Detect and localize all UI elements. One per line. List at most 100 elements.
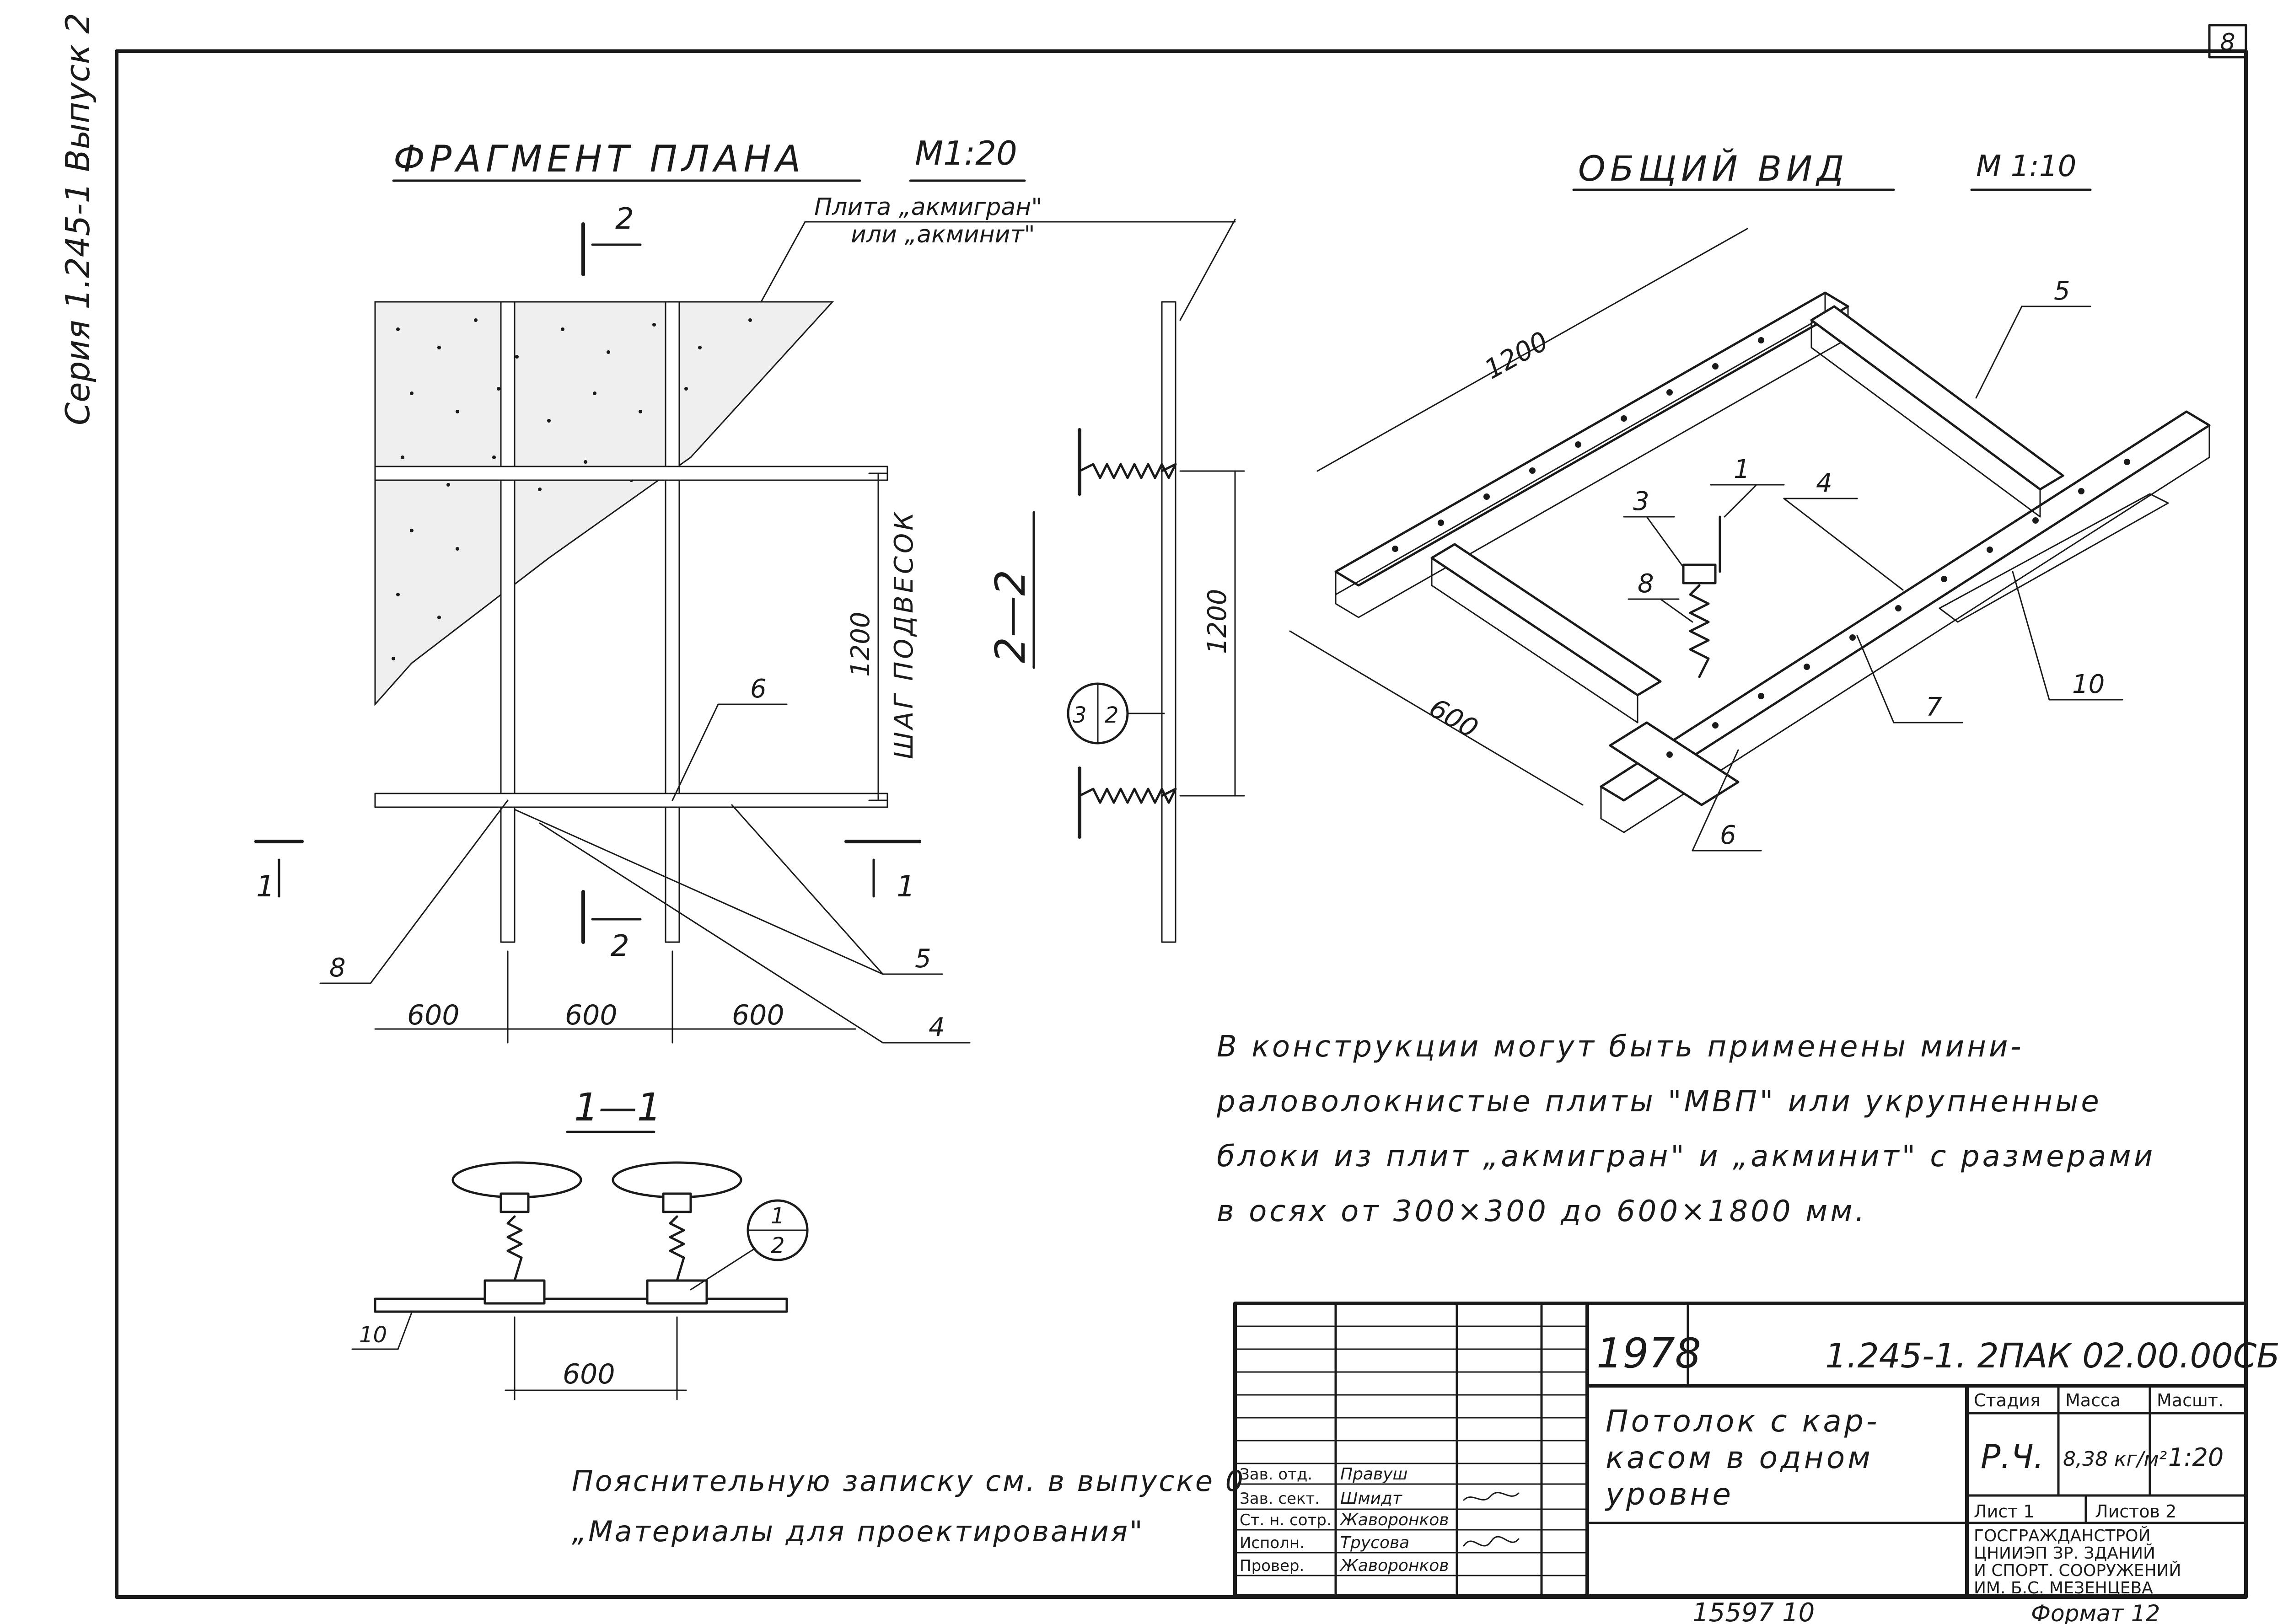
- plan-scale: М1:20: [915, 134, 1017, 172]
- org-line3: И СПОРТ. СООРУЖЕНИЙ: [1974, 1561, 2181, 1580]
- plan-callout-8: 8: [329, 953, 346, 983]
- org-line4: ИМ. Б.С. МЕЗЕНЦЕВА: [1974, 1579, 2153, 1597]
- joint-center: [1609, 721, 1740, 806]
- general-dim-long: 1200: [1479, 325, 1553, 385]
- sheet-frame: [115, 49, 2248, 1599]
- note-line3: блоки из плит „акмигран" и „акминит" с р…: [1217, 1140, 2155, 1174]
- section11-title: 1—1: [574, 1085, 661, 1130]
- dim-height-caption: ШАГ ПОДВЕСОК: [889, 509, 919, 759]
- plan-callout-4: 4: [929, 1013, 945, 1042]
- signature-2: [1463, 1492, 1520, 1501]
- general-callout-8: 8: [1638, 569, 1654, 599]
- slab-label-line1: Плита „акмигран": [814, 193, 1042, 221]
- org-line1: ГОСГРАЖДАНСТРОЙ: [1974, 1526, 2150, 1545]
- slab-label-line2: или „акминит": [851, 221, 1035, 248]
- section1-right-label: 1: [897, 870, 915, 904]
- note-block: В конструкции могут быть применены мини-…: [1216, 1030, 2155, 1228]
- section22-hanger-bottom: [1078, 788, 1177, 804]
- dim-bottom-1: 600: [407, 999, 460, 1031]
- title-name-line3: уровне: [1605, 1477, 1734, 1512]
- name-3: Жаворонков: [1339, 1511, 1449, 1529]
- name-5: Жаворонков: [1339, 1556, 1449, 1575]
- signature-4: [1463, 1536, 1520, 1547]
- profile-horizontal-1: [374, 466, 888, 481]
- role-1: Зав. отд.: [1240, 1465, 1312, 1484]
- section-1-1: 1—1 600 1 2 10: [351, 1085, 809, 1400]
- section22-ref-top: 3: [1073, 702, 1087, 728]
- section11-spring-right: [669, 1215, 685, 1282]
- section11-plate: [374, 1297, 788, 1313]
- stage-header: Стадия: [1974, 1390, 2041, 1410]
- section22-title: 2—2: [987, 569, 1035, 663]
- slab-piece: [1939, 493, 2169, 623]
- general-dim-long-line: [1316, 228, 1748, 472]
- footnote-line2: „Материалы для проектирования": [572, 1515, 1144, 1548]
- title-code: 1.245-1. 2ПАК 02.00.00СБ: [1825, 1336, 2280, 1376]
- inventory-number: 15597 10: [1692, 1598, 1815, 1624]
- section11-dim: 600: [563, 1358, 615, 1390]
- section1-left-label: 1: [256, 870, 275, 904]
- section11-ceiling-left: [451, 1161, 582, 1199]
- title-year: 1978: [1596, 1329, 1701, 1377]
- general-callout-5: 5: [2054, 276, 2070, 306]
- plan-fragment: ФРАГМЕНТ ПЛАНА М1:20 Плита „акмигран" ил…: [254, 134, 1236, 1044]
- plan-title: ФРАГМЕНТ ПЛАНА: [393, 138, 805, 180]
- section11-spring-left: [506, 1215, 523, 1282]
- note-line2: раловолокнистые плиты "МВП" или укрупнен…: [1216, 1085, 2102, 1119]
- rail-top-left: [1334, 291, 1849, 587]
- org-line2: ЦНИИЭП ЗР. ЗДАНИЙ: [1974, 1544, 2155, 1563]
- general-callout-1: 1: [1734, 455, 1750, 484]
- stage-value: Р.Ч.: [1981, 1437, 2044, 1476]
- title-block: Зав. отд. Правуш Зав. сект. Шмидт Ст. н.…: [1233, 1302, 2280, 1598]
- mass-value: 8,38 кг/м²: [2063, 1447, 2167, 1471]
- name-2: Шмидт: [1340, 1489, 1402, 1508]
- slab-area: [374, 301, 834, 706]
- general-callout-10: 10: [2072, 670, 2105, 699]
- role-5: Провер.: [1240, 1557, 1304, 1575]
- general-title: ОБЩИЙ ВИД: [1578, 148, 1848, 189]
- title-block-frame: [1233, 1302, 2248, 1598]
- rail-bottom-right: [1600, 410, 2211, 802]
- series-label: Серия 1.245-1 Выпуск 2: [59, 13, 97, 425]
- section22-ref-bottom: 2: [1105, 702, 1119, 728]
- role-4: Исполн.: [1240, 1534, 1305, 1552]
- section2-top-label: 2: [615, 202, 634, 236]
- general-view: ОБЩИЙ ВИД М 1:10: [1289, 148, 2211, 852]
- section11-ceiling-right: [612, 1161, 742, 1199]
- hanger-spring: [1689, 584, 1710, 678]
- hanger-bracket: [1682, 563, 1717, 584]
- rail-cross-right: [1810, 305, 2064, 491]
- scale-value: 1:20: [2168, 1443, 2224, 1472]
- rail-cross-left: [1430, 543, 1662, 697]
- section11-ref-top: 1: [771, 1203, 785, 1229]
- name-4: Трусова: [1340, 1533, 1409, 1552]
- sheets-label: Листов 2: [2095, 1501, 2176, 1522]
- plan-callout-6: 6: [750, 674, 767, 704]
- general-callout-7: 7: [1926, 692, 1942, 722]
- role-3: Ст. н. сотр.: [1240, 1511, 1332, 1529]
- dim-bottom-2: 600: [565, 999, 618, 1031]
- section-2-2: 2—2 1200 3 2: [987, 219, 1245, 943]
- general-scale: М 1:10: [1976, 150, 2076, 183]
- general-callout-6: 6: [1720, 820, 1736, 850]
- sheet-number: 8: [2220, 29, 2235, 56]
- profile-vertical-1: [500, 301, 516, 943]
- name-1: Правуш: [1340, 1465, 1407, 1484]
- general-callout-4: 4: [1816, 468, 1832, 498]
- sheet-number-box: [2208, 24, 2247, 59]
- general-dim-short: 600: [1424, 692, 1483, 744]
- plan-callout-5: 5: [915, 944, 931, 974]
- title-name-line2: касом в одном: [1606, 1440, 1873, 1475]
- scale-header: Масшт.: [2157, 1390, 2224, 1410]
- title-name-line1: Потолок с кар-: [1606, 1404, 1880, 1439]
- section2-bottom-label: 2: [611, 929, 629, 963]
- section22-dim: 1200: [1203, 589, 1232, 654]
- sheet-label: Лист 1: [1974, 1501, 2035, 1522]
- section11-callout-10: 10: [359, 1322, 387, 1348]
- footnote-line1: Пояснительную записку см. в выпуске 0: [572, 1464, 1245, 1498]
- general-callout-3: 3: [1633, 487, 1649, 516]
- mass-header: Масса: [2065, 1390, 2121, 1410]
- section22-hanger-top: [1078, 463, 1177, 479]
